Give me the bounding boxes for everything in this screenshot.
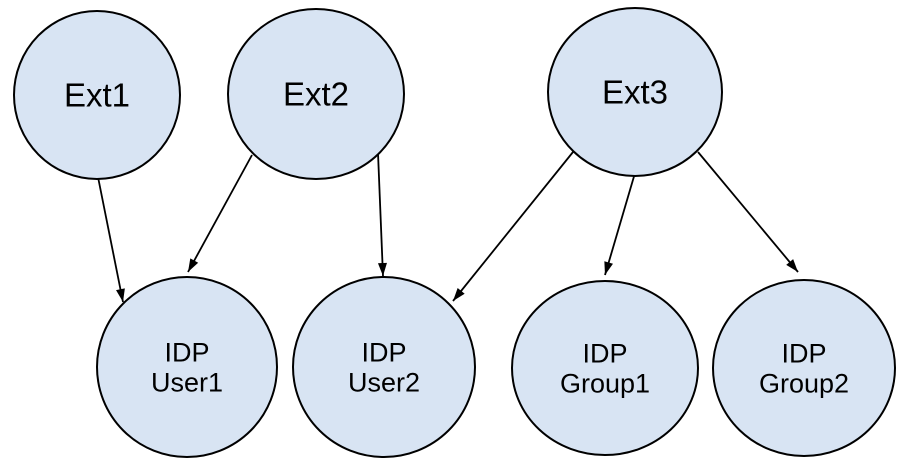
- node-ext3-label-line: Ext3: [602, 74, 668, 111]
- node-group-ext2: Ext2: [227, 8, 405, 180]
- node-ext3: [547, 7, 723, 177]
- edge-ext3-to-idp-group1: [604, 172, 636, 276]
- node-ext1: [13, 10, 181, 180]
- node-idp-group2: [712, 279, 896, 457]
- edge-ext3-to-idp-group2: [697, 151, 799, 273]
- node-idp-group1-label-line: IDP: [582, 338, 627, 368]
- node-idp-user1: [96, 276, 278, 458]
- edge-ext1-to-idp-user1: [97, 176, 125, 303]
- node-idp-group1-label-line: Group1: [560, 368, 650, 398]
- node-idp-user2: [292, 276, 476, 458]
- node-ext1-label-line: Ext1: [64, 77, 130, 114]
- node-idp-user2-label-line: User2: [348, 367, 420, 397]
- node-idp-group2-label-line: Group2: [759, 368, 849, 398]
- edge-ext2-to-idp-user2: [377, 152, 387, 277]
- node-group-ext1: Ext1: [13, 10, 181, 180]
- node-idp-user1-label-line: IDP: [164, 337, 209, 367]
- node-ext2: [227, 8, 405, 180]
- node-ext2-label-line: Ext2: [283, 76, 349, 113]
- node-ext3-label: Ext3: [602, 74, 668, 111]
- edge-ext2-to-idp-user1: [187, 154, 253, 273]
- node-idp-group2-label-line: IDP: [781, 338, 826, 368]
- edge-ext3-to-idp-user2: [452, 151, 574, 302]
- node-idp-user2-label-line: IDP: [361, 337, 406, 367]
- node-ext1-label: Ext1: [64, 77, 130, 114]
- node-ext2-label: Ext2: [283, 76, 349, 113]
- node-idp-user1-label-line: User1: [151, 367, 223, 397]
- node-group-ext3: Ext3: [547, 7, 723, 177]
- node-idp-group1: [511, 280, 699, 456]
